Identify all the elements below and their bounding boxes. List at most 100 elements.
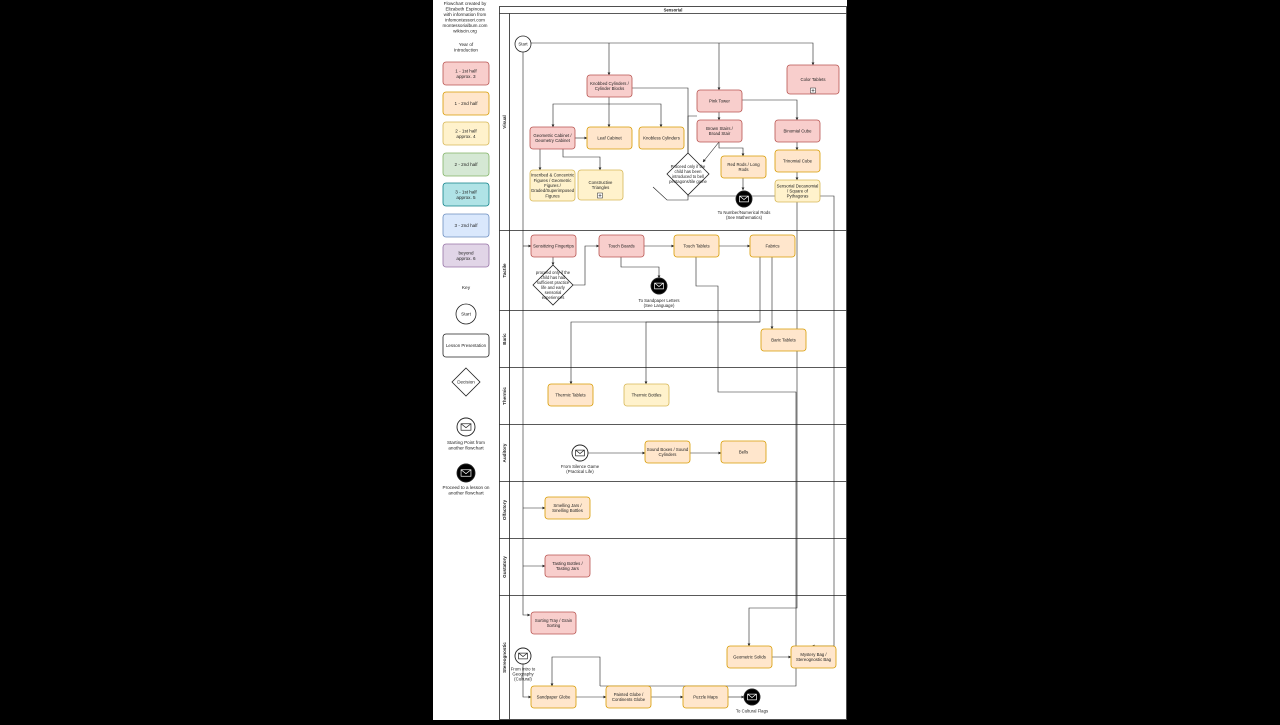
connector-start-color [529,42,815,66]
connector-knobbed-geocab [551,97,610,128]
lesson-mystery-label: Mystery Bag /Stereognostic Bag [796,652,832,662]
lesson-pink-label-line: Pink Tower [709,99,731,104]
lesson-mystery-label-line: Stereognostic Bag [796,657,832,662]
mail-filled-icon [456,463,476,483]
lesson-geocab [529,126,576,150]
connector-knobbed-knobless [609,103,663,128]
lesson-constructive [577,169,624,201]
event-label-to_number-line: (See Mathematics) [726,215,763,220]
mail-icon-envelope-flap [575,449,585,455]
lesson-inscribed-label-line: Figures / Geometric [534,178,573,183]
lesson-trinomial [774,149,821,173]
mail-icon-envelope-flap [518,652,528,658]
mail-filled-icon-envelope [654,282,664,290]
connector-dec2-touchboards [573,244,600,286]
lesson-inscribed-label-line: Graded/Superimposed [531,188,575,193]
event-label-from_silence: From Silence Game(Practical Life) [561,464,600,474]
event-label-from_intro-line: Geography [512,672,534,677]
legend-starting-point-label-line: another flowchart [448,445,484,450]
lesson-brown [696,119,743,143]
mail-icon [514,647,532,665]
legend-swatch-label-line: 2 - 1st half [455,128,477,133]
lesson-touchboards-label-line: Touch Boards [608,244,634,249]
lesson-geocab-label-line: Geometry Cabinet [535,138,571,143]
lesson-inscribed-label-line: Figures / [544,183,562,188]
legend-start-label: Start [461,312,471,317]
lesson-trinomial-label: Trinomial Cube [783,159,813,164]
lesson-thermictab [547,383,594,407]
legend-swatch-label-line: approx. 3 [456,74,476,79]
lesson-knobbed [586,74,633,98]
lesson-color-expand-plus [811,89,815,92]
lesson-fabrics-label-line: Fabrics [765,244,779,249]
lesson-soundboxes [644,440,691,464]
legend-swatch-label: 3 - 2nd half [455,223,479,228]
mail-icon-envelope [460,423,472,431]
lesson-sensdec [774,179,821,203]
mail-filled-icon-envelope-flap [460,469,472,475]
lesson-color-label-line: Color Tablets [801,77,826,82]
lesson-constructive-label-line: Triangles [592,185,610,190]
decision-dec2-label-line: sensorial [545,290,562,295]
lesson-paintedglobe-label-line: Painted Globe / [614,692,644,697]
event-label-from_intro-line: From Intro to [511,666,536,671]
lesson-baric [760,328,807,352]
legend-swatch-label-line: approx. 5 [456,195,476,200]
lesson-leaf-label: Leaf Cabinet [597,136,622,141]
lesson-knobbed-label: Knobbed Cylinders /Cylinder Blocks [590,81,630,91]
lesson-sandglobe [530,685,577,709]
lesson-sorting-label-line: Sorting [547,623,561,628]
legend-swatch-label-line: approx. 4 [456,134,476,139]
connector-start-sorting [522,45,531,617]
lesson-touchtablets-label-line: Touch Tablets [683,244,709,249]
lesson-bells-label-line: Bells [739,450,748,455]
decision-dec1-label-line: introduced to bell [672,174,704,179]
mail-icon [571,444,589,462]
mail-filled-icon [650,277,668,295]
lesson-thermictab-label: Thermic Tablets [555,393,585,398]
lesson-inscribed-label-line: Inscribed & Concentric [531,173,575,178]
mail-filled-icon [743,688,761,706]
mail-filled-icon-envelope-flap [747,693,757,699]
lane-label: Visual [502,115,507,128]
mail-filled-icon-envelope-flap [654,282,664,288]
lane-label: Thermic [502,387,507,405]
lesson-thermictab-label-line: Thermic Tablets [555,393,585,398]
lesson-sensdec-label-line: Sensorial Decanomial [777,183,819,188]
connector-fabrics-thermicbot [644,321,760,385]
decision-dec2-label-line: child has had [541,275,566,280]
lesson-brown-label-line: Brown Stairs / [706,126,734,131]
event-label-to_cultural-line: To Cultural Flags [736,709,768,714]
connector-sensdec-geosolids [747,202,798,647]
connector-brown-dec1 [702,141,720,163]
lane-label: Gustatory [502,556,507,578]
credit-text-line: infomontessori.com [445,17,485,22]
credit-text-line: Elizabeth Espinoza [445,6,485,11]
lesson-smelling-label-line: Smelling Bottles [552,508,583,513]
lesson-bells [720,440,767,464]
legend-swatch [442,182,490,207]
lesson-tasting [544,554,591,578]
lesson-paintedglobe-label: Painted Globe /Continents Globe [612,692,646,702]
lesson-fabrics [749,234,796,258]
legend-decision-shape [451,367,481,397]
lesson-inscribed [529,169,576,202]
lane-label: Baric [502,333,507,345]
lane-label: Olfactory [502,499,507,520]
lesson-geosolids [726,645,773,669]
lesson-binomial-label: Binomial Cube [784,129,813,134]
lesson-geosolids-label-line: Geometric Solids [733,655,766,660]
legend-key-title: Key [462,285,471,291]
lesson-redrods-label-line: Rods [738,167,748,172]
lesson-fabrics-label: Fabrics [765,244,779,249]
event-label-to_cultural: To Cultural Flags [736,709,768,714]
lesson-baric-label-line: Baric Tablets [771,338,796,343]
